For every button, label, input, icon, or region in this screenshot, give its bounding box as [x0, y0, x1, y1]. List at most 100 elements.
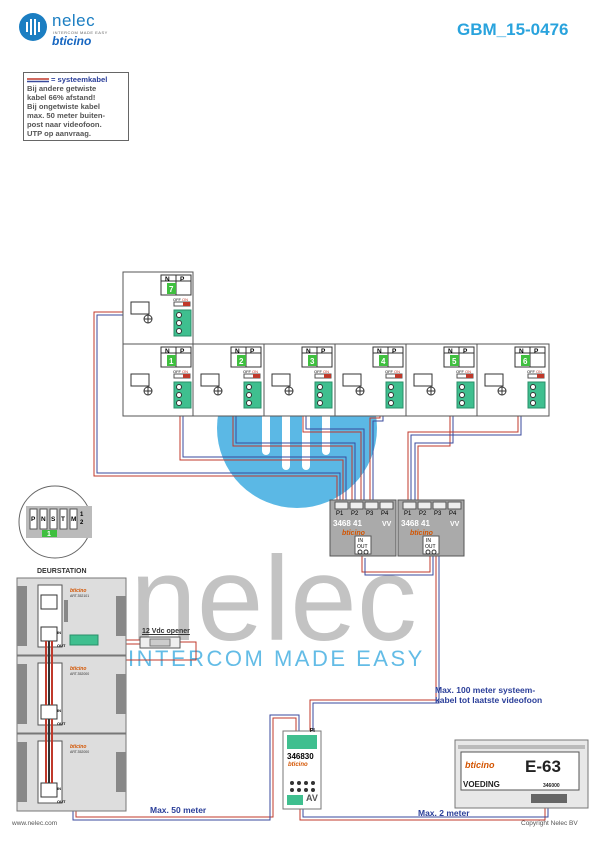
- legend-title: = systeemkabel: [51, 75, 108, 84]
- door-station: [16, 577, 127, 812]
- distributor-port-label: P2: [419, 511, 427, 517]
- videophone-number: 1: [169, 357, 174, 366]
- distributor-brand: bticino: [342, 530, 366, 537]
- door-brand: bticino: [70, 666, 87, 672]
- distributor-brand: bticino: [410, 530, 434, 537]
- logo-name: nelec: [52, 11, 96, 30]
- door-out-label: OUT: [57, 799, 66, 804]
- legend-line: kabel 66% afstand!: [27, 93, 96, 102]
- np-header-p: P: [321, 348, 326, 355]
- dip-right-label: 2: [80, 520, 84, 526]
- videophone-number: 3: [310, 357, 315, 366]
- av-code: 346830: [287, 752, 314, 761]
- distributor-out-label: OUT: [425, 544, 436, 550]
- door-module-code: ART.352000: [70, 672, 90, 676]
- max-50-label: Max. 50 meter: [150, 805, 207, 815]
- dip-label: M: [71, 516, 76, 523]
- av-module-346830: [282, 730, 322, 810]
- switch-off-label: OFF: [243, 369, 252, 374]
- footer-website: www.nelec.com: [12, 820, 58, 827]
- switch-on-label: ON: [182, 297, 188, 302]
- switch-on-label: ON: [182, 369, 188, 374]
- distributor-suffix: VV: [382, 521, 392, 528]
- logo-tagline: INTERCOM MADE EASY: [53, 30, 108, 35]
- max-2-label: Max. 2 meter: [418, 808, 470, 818]
- monitor-icon: [484, 373, 504, 387]
- logo-icon: [19, 13, 47, 41]
- monitor-icon: [413, 373, 433, 387]
- logo-brand: bticino: [52, 34, 92, 48]
- logo: nelec INTERCOM MADE EASY bticino: [18, 11, 128, 48]
- videophone-number: 4: [381, 357, 386, 366]
- switch-on-label: ON: [536, 369, 542, 374]
- np-header-n: N: [306, 348, 311, 355]
- np-header-p: P: [250, 348, 255, 355]
- videophone-number: 2: [239, 357, 244, 366]
- switch-on-label: ON: [394, 369, 400, 374]
- np-header-n: N: [165, 276, 170, 283]
- door-out-label: OUT: [57, 643, 66, 648]
- monitor-icon: [271, 373, 291, 387]
- distributor-in-label: IN: [358, 538, 363, 544]
- distributor-port-label: P4: [449, 511, 457, 517]
- np-header-n: N: [377, 348, 382, 355]
- document-id: GBM_15-0476: [457, 20, 569, 39]
- av-label: AV: [306, 793, 318, 803]
- footer-copyright: Copyright Nelec BV: [521, 820, 578, 827]
- np-header-n: N: [448, 348, 453, 355]
- max-100-label: Max. 100 meter systeem- kabel tot laatst…: [435, 685, 542, 705]
- dip-on-value: 1: [47, 531, 51, 538]
- distributor-code: 3468 41: [333, 519, 362, 528]
- door-in-label: IN: [57, 630, 61, 635]
- legend-line: post naar videofoon.: [27, 120, 102, 129]
- switch-off-label: OFF: [173, 297, 182, 302]
- np-header-n: N: [165, 348, 170, 355]
- monitor-icon: [130, 301, 150, 315]
- np-header-p: P: [180, 276, 185, 283]
- switch-off-label: OFF: [173, 369, 182, 374]
- np-header-n: N: [235, 348, 240, 355]
- legend-line: Bij ongetwiste kabel: [27, 102, 101, 111]
- door-in-label: IN: [57, 708, 61, 713]
- system-cables: [58, 311, 549, 821]
- supply-code: 346000: [543, 783, 560, 789]
- av-brand: bticino: [288, 762, 308, 768]
- distributor-suffix: VV: [450, 521, 460, 528]
- supply-model: E-63: [525, 757, 561, 776]
- dip-label: S: [51, 516, 56, 523]
- supply-brand: bticino: [465, 760, 495, 770]
- door-brand: bticino: [70, 744, 87, 750]
- np-header-p: P: [180, 348, 185, 355]
- distributor-in-label: IN: [426, 538, 431, 544]
- monitor-icon: [200, 373, 220, 387]
- distributor-port-label: P1: [336, 511, 344, 517]
- videophone-number: 6: [523, 357, 528, 366]
- max-100-line: kabel tot laatste videofoon: [435, 695, 543, 705]
- switch-off-label: OFF: [385, 369, 394, 374]
- np-header-p: P: [463, 348, 468, 355]
- switch-off-label: OFF: [456, 369, 465, 374]
- door-brand: bticino: [70, 588, 87, 594]
- max-100-line: Max. 100 meter systeem-: [435, 685, 536, 695]
- distributor-code: 3468 41: [401, 519, 430, 528]
- distributor-port-label: P4: [381, 511, 389, 517]
- dip-label: N: [41, 516, 46, 523]
- legend-line: max. 50 meter buiten-: [27, 111, 106, 120]
- legend-note: = systeemkabel Bij andere getwiste kabel…: [23, 72, 129, 141]
- distributor-port-label: P1: [404, 511, 412, 517]
- door-out-label: OUT: [57, 721, 66, 726]
- np-header-p: P: [534, 348, 539, 355]
- videophone-panel: [122, 271, 550, 417]
- power-supply-e63: [454, 739, 589, 809]
- door-module-code: ART.352000: [70, 750, 90, 754]
- np-header-p: P: [392, 348, 397, 355]
- dip-label: T: [61, 516, 65, 523]
